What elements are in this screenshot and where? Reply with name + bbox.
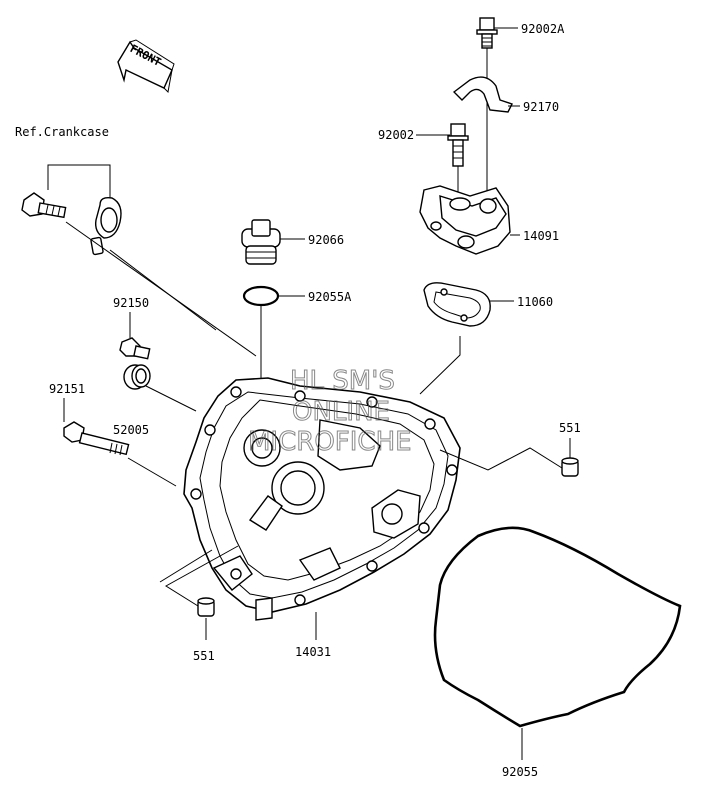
clamp-icon (452, 76, 513, 113)
cover-14091-icon (419, 185, 511, 255)
bolt-92002-icon (447, 123, 469, 167)
watermark-line-3: MICROFICHE (248, 427, 412, 457)
bolt-92002a-icon (476, 17, 498, 49)
oil-seal-52005-icon (123, 364, 151, 390)
label-92150: 92150 (113, 296, 149, 310)
crankcase-washer-icon (90, 196, 122, 256)
label-92002a: 92002A (521, 22, 565, 36)
o-ring-icon (242, 285, 280, 307)
gasket-11060-icon (423, 282, 491, 327)
crankcase-cover-14031-icon (183, 377, 461, 621)
label-92002: 92002 (378, 128, 414, 142)
large-gasket-92055-icon (433, 526, 682, 728)
ref-crankcase-bracket (47, 164, 111, 200)
label-52005: 52005 (113, 423, 149, 437)
watermark-line-1: HL SM'S (290, 366, 395, 396)
watermark-line-2: ONLINE (292, 397, 390, 427)
label-14091: 14091 (523, 229, 559, 243)
long-bolt-92151-icon (63, 421, 130, 456)
watermark: HL SM'S ONLINE MICROFICHE (248, 366, 413, 458)
label-92151: 92151 (49, 382, 85, 396)
label-551-left: 551 (193, 649, 215, 663)
label-92055a: 92055A (308, 290, 352, 304)
crankcase-bolt-icon (21, 192, 67, 219)
front-arrow-icon: FRONT (117, 39, 175, 94)
oil-plug-icon (241, 219, 281, 265)
label-14031: 14031 (295, 645, 331, 659)
bolt-92150-icon (119, 337, 151, 360)
ref-crankcase-label: Ref.Crankcase (15, 125, 109, 139)
dowel-right-icon (561, 457, 579, 477)
label-92066: 92066 (308, 233, 344, 247)
label-11060: 11060 (517, 295, 553, 309)
label-92170: 92170 (523, 100, 559, 114)
dowel-left-icon (197, 597, 215, 617)
label-551-right: 551 (559, 421, 581, 435)
label-92055: 92055 (502, 765, 538, 779)
